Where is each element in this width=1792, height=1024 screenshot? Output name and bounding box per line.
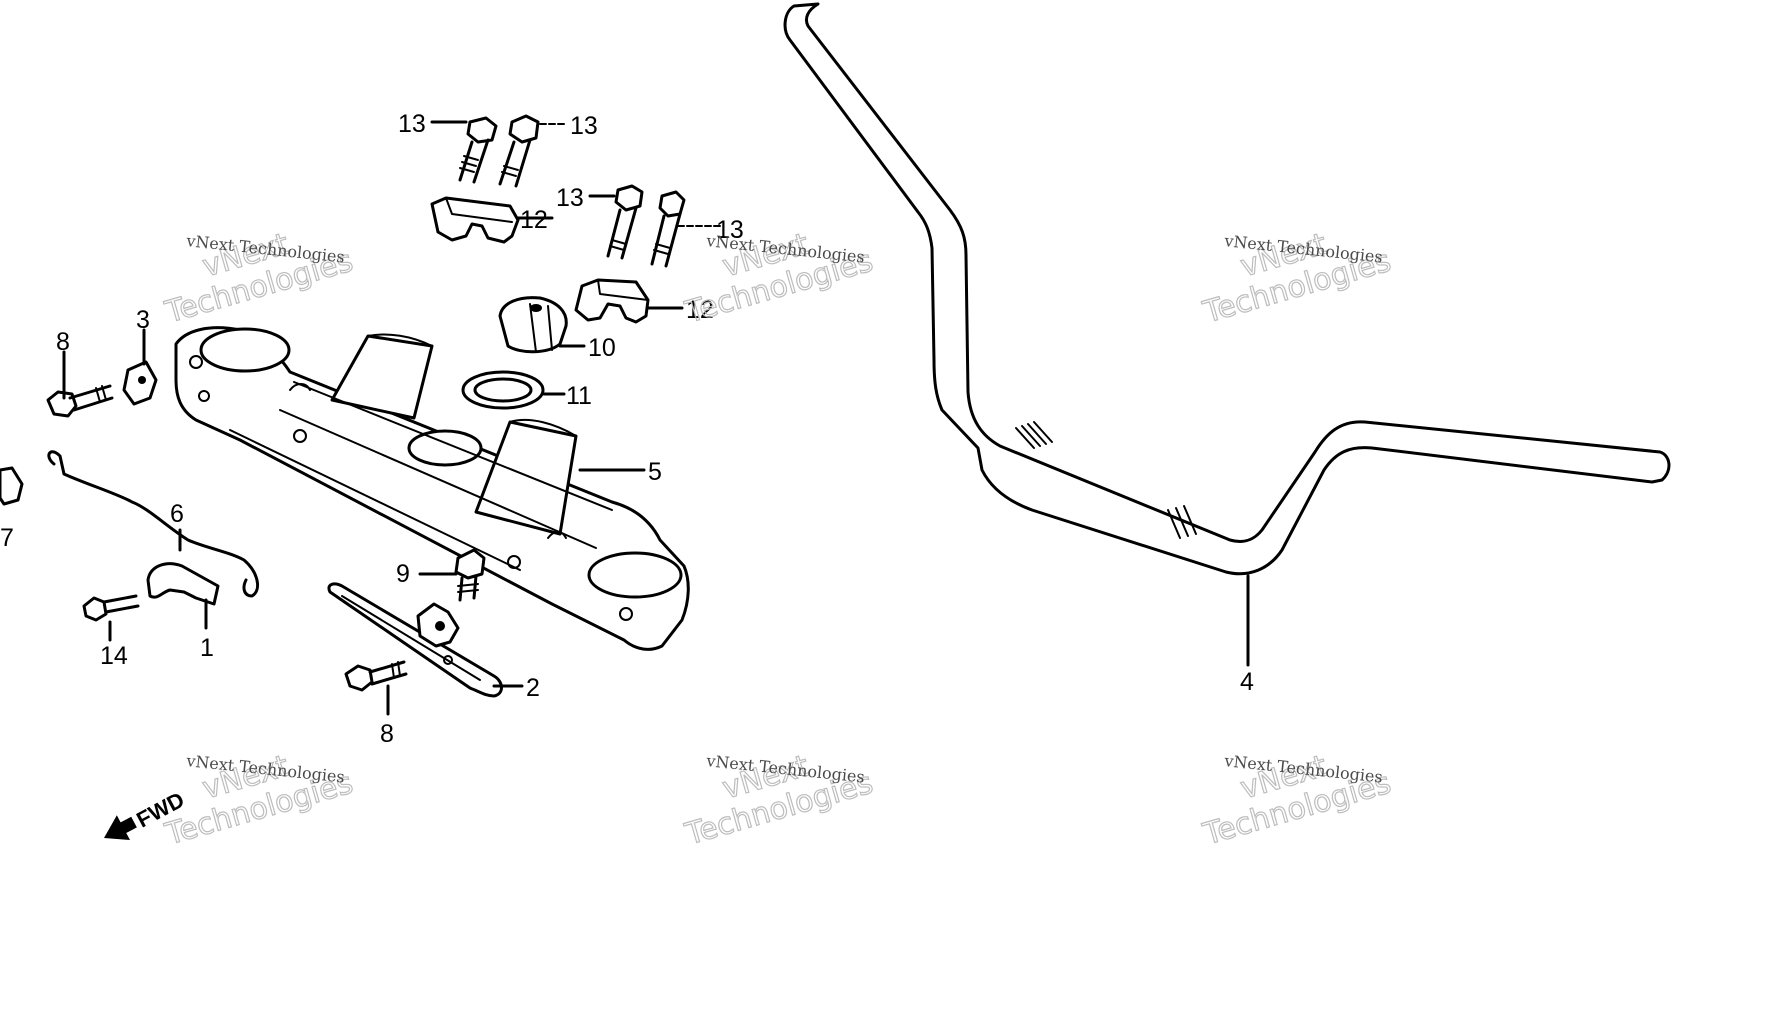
upper-fork-bridge: [174, 326, 690, 651]
callout-labels: 13 13 13 13 12 12 10 11 5 9 2 8 8 3 6 7 …: [0, 110, 1254, 748]
bolt-14: [82, 594, 140, 642]
reflector-7: [0, 466, 24, 506]
watermark-1: vNext Technologies: [160, 226, 357, 331]
washer: [461, 370, 545, 410]
callout-9: 9: [396, 560, 410, 588]
callout-2: 2: [526, 674, 540, 702]
bolt-8-upper: [46, 384, 114, 418]
callout-13: 13: [556, 184, 584, 212]
bolt-13-c: [606, 184, 644, 260]
callout-8: 8: [380, 720, 394, 748]
handlebar-holder-lower: [574, 278, 650, 324]
forward-arrow-icon: [104, 815, 137, 841]
watermark-2: vNext Technologies: [680, 226, 877, 331]
watermark-6: vNext Technologies: [1198, 748, 1395, 853]
callout-13: 13: [398, 110, 426, 138]
callout-4: 4: [1240, 668, 1254, 696]
watermark-4: vNext Technologies: [160, 748, 357, 853]
leader-lines: [62, 120, 721, 688]
callout-10: 10: [588, 334, 616, 362]
watermark-5: vNext Technologies: [680, 748, 877, 853]
callout-5: 5: [648, 458, 662, 486]
bolt-8-lower: [344, 660, 408, 716]
watermark-3: vNext Technologies: [1198, 226, 1395, 331]
wire-6: [47, 450, 260, 598]
callout-3: 3: [136, 306, 150, 334]
callout-12: 12: [686, 296, 714, 324]
callout-14: 14: [100, 642, 128, 670]
clamp-3: [122, 360, 158, 406]
bolt-13-d: [650, 190, 686, 268]
bolt-13-b: [498, 114, 540, 188]
bolt-9: [454, 548, 486, 602]
callout-12: 12: [520, 206, 548, 234]
callout-6: 6: [170, 500, 184, 528]
bolt-13-a: [458, 116, 498, 184]
bracket-1: [146, 562, 220, 630]
callout-13: 13: [570, 112, 598, 140]
handlebar-holder-upper: [430, 196, 520, 244]
callout-11: 11: [566, 382, 592, 410]
steering-stem-nut: [498, 296, 568, 354]
callout-1: 1: [200, 634, 214, 662]
handlebar: [783, 2, 1671, 667]
callout-8: 8: [56, 328, 70, 356]
callout-7: 7: [0, 524, 14, 552]
callout-13: 13: [716, 216, 744, 244]
